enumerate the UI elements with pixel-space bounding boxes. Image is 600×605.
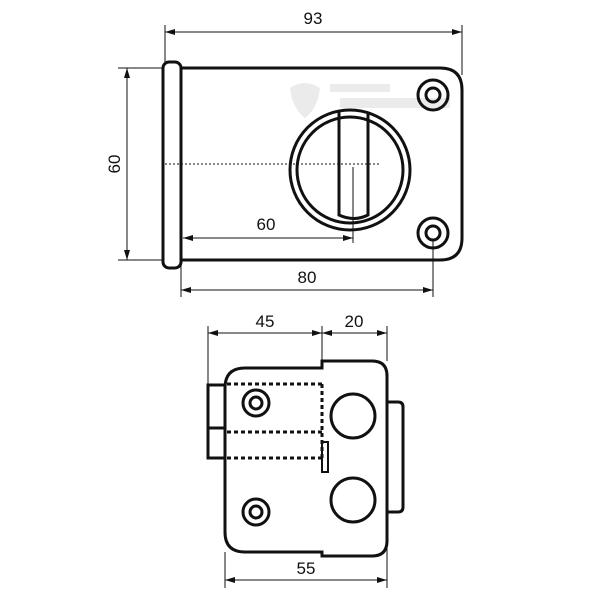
dim-93: 93 bbox=[304, 9, 323, 28]
left-tab bbox=[206, 383, 225, 460]
side-view: 45 20 55 bbox=[206, 312, 405, 588]
dim-60-height: 60 bbox=[105, 155, 124, 174]
dim-80: 80 bbox=[298, 268, 317, 287]
top-view: 93 60 60 80 bbox=[105, 9, 464, 297]
dim-55: 55 bbox=[297, 559, 316, 578]
watermark-logo bbox=[290, 83, 450, 118]
dim-60-knob: 60 bbox=[257, 215, 276, 234]
side-screw-bottom bbox=[241, 497, 271, 527]
hole-top bbox=[329, 392, 377, 440]
lock-body bbox=[181, 66, 464, 262]
right-tab bbox=[387, 400, 405, 514]
side-screw-top bbox=[241, 388, 271, 418]
dim-20: 20 bbox=[345, 312, 364, 331]
knob bbox=[288, 108, 412, 232]
hole-bottom bbox=[329, 476, 377, 524]
faceplate-flange bbox=[161, 60, 183, 270]
dim-45: 45 bbox=[256, 312, 275, 331]
side-body bbox=[223, 359, 389, 558]
screw-top bbox=[416, 78, 450, 112]
